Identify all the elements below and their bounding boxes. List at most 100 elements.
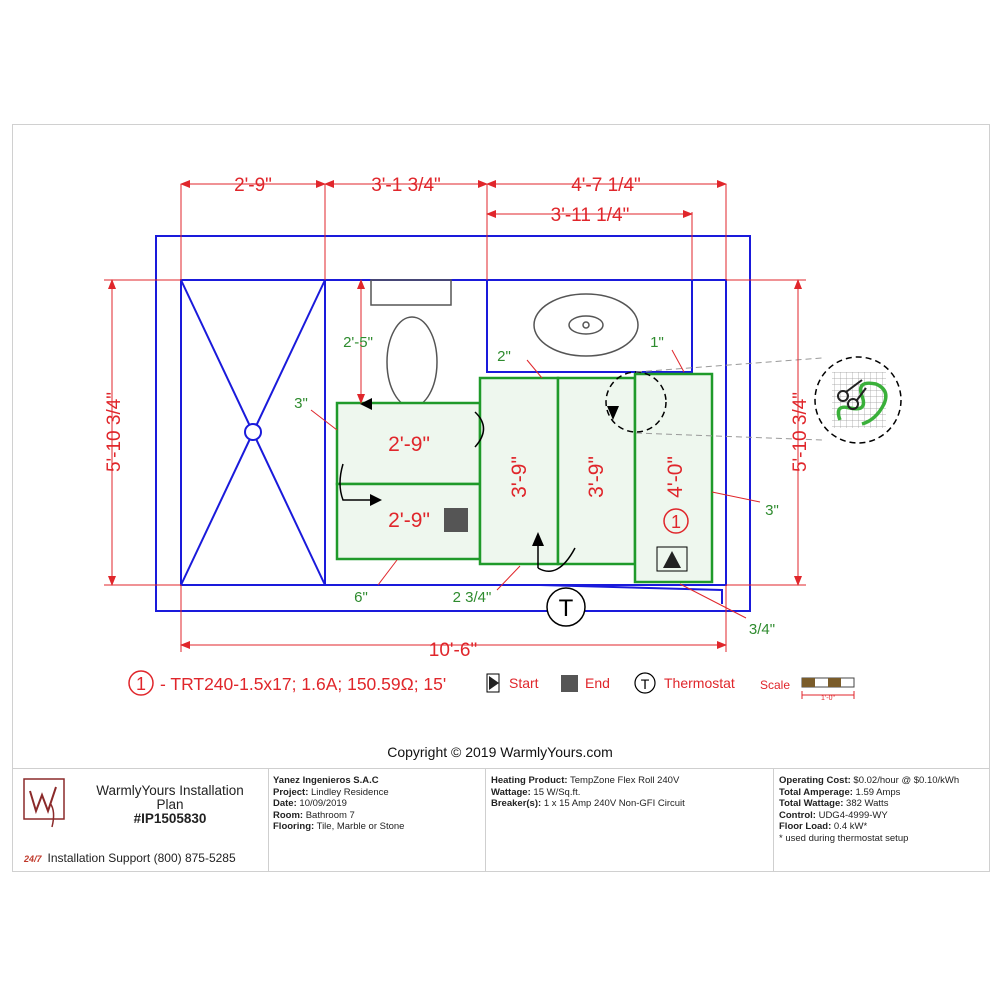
legend-scale-unit: 1'-0" (821, 695, 835, 702)
copyright-notice: Copyright © 2019 WarmlyYours.com (387, 744, 613, 760)
dim-left-height: 5'-10 3/4" (104, 392, 125, 472)
warmlyyours-logo-icon (23, 778, 65, 828)
turn-arrow-3 (537, 547, 576, 572)
turn-arrow-2 (339, 463, 378, 501)
outer-wall (155, 235, 751, 612)
run-direction-arrows (339, 411, 576, 572)
heating-product-label: Heating Product: (491, 775, 568, 786)
cable-icon (836, 381, 888, 426)
offset-vanity: 2" (497, 348, 511, 365)
dimension-lines (104, 180, 806, 652)
support-247-badge: 24/7 (24, 854, 42, 864)
operating-cost-label: Operating Cost: (779, 775, 851, 786)
scissors-icon (837, 379, 867, 410)
control-label: Control: (779, 809, 816, 821)
footnote: * used during thermostat setup (779, 832, 909, 844)
project-value: Lindley Residence (311, 786, 389, 798)
run-column-2-label: 3'-9" (585, 456, 608, 498)
run-top (335, 401, 482, 486)
room-label: Room: (273, 809, 304, 821)
room-value: Bathroom 7 (305, 809, 355, 821)
legend-circuit-icon (128, 670, 154, 696)
legend-end-label: End (585, 675, 610, 691)
legend: 1 - TRT240-1.5x17; 1.6A; 150.59Ω; 15' St… (128, 670, 855, 702)
offset-bottom-mid: 2 3/4" (453, 589, 492, 606)
run-column-3-label: 4'-0" (664, 456, 687, 498)
flooring-label: Flooring: (273, 821, 315, 832)
arrowhead-up-icon (532, 532, 544, 546)
run-top-label: 2'-9" (388, 433, 430, 456)
legend-thermostat-label: Thermostat (664, 675, 735, 691)
sink-drain-icon (582, 321, 590, 329)
dim-top-left: 2'-9" (234, 175, 272, 196)
control-value: UDG4-4999-WY (818, 809, 888, 821)
company-name: Yanez Ingenieros S.A.C (273, 775, 379, 786)
thermostat-wire (539, 584, 723, 604)
offset-toilet-clearance: 2'-5" (343, 334, 373, 351)
arrowhead-down-icon (607, 406, 619, 420)
total-wattage-label: Total Wattage: (779, 798, 844, 809)
total-wattage-value: 382 Watts (846, 798, 889, 809)
legend-circuit-spec: - TRT240-1.5x17; 1.6A; 150.59Ω; 15' (160, 674, 446, 694)
company-title-line1: WarmlyYours Installation (96, 783, 244, 798)
title-block-project: Yanez Ingenieros S.A.C Project: Lindley … (269, 769, 486, 872)
circuit-marker-number: 1 (671, 512, 681, 532)
run-bottom-label: 2'-9" (388, 509, 430, 532)
operating-cost-value: $0.02/hour @ $0.10/kWh (853, 775, 960, 786)
run-labels: 2'-9" 2'-9" 3'-9" 3'-9" 4'-0" 1 (388, 433, 689, 534)
legend-thermostat-symbol: T (641, 676, 650, 692)
floor-load-label: Floor Load: (779, 821, 832, 832)
dim-top-inner: 3'-11 1/4" (551, 205, 630, 226)
run-column-1 (478, 376, 560, 566)
shower-outline (180, 279, 326, 586)
title-block: WarmlyYours Installation Plan #IP1505830… (12, 768, 990, 872)
legend-circuit-number: 1 (136, 674, 146, 694)
offset-bottom-right: 3/4" (749, 621, 775, 638)
installation-support: 24/7 Installation Support (800) 875-5285 (24, 851, 236, 865)
heating-product-value: TempZone Flex Roll 240V (570, 775, 680, 786)
run-column-1-label: 3'-9" (508, 456, 531, 498)
circuit-marker-icon (663, 508, 689, 534)
project-label: Project: (273, 786, 309, 798)
thermostat-icon: T (546, 587, 586, 627)
date-label: Date: (273, 798, 297, 809)
legend-end-icon (561, 675, 578, 692)
run-column-2 (556, 376, 637, 566)
wattage-value: 15 W/Sq.ft. (533, 786, 581, 798)
total-amperage-value: 1.59 Amps (855, 786, 901, 798)
title-block-heating: Heating Product: TempZone Flex Roll 240V… (486, 769, 774, 872)
fixtures (370, 279, 639, 408)
company-title-line2: Plan (156, 797, 184, 812)
offset-left: 3" (294, 395, 308, 412)
floor-load-value: 0.4 kW* (833, 821, 868, 832)
drawing-sheet (12, 124, 990, 872)
turn-arrow-1 (474, 411, 485, 448)
dimension-labels: 2'-9" 3'-1 3/4" 4'-7 1/4" 3'-11 1/4" 5'-… (104, 175, 811, 661)
offset-right-top: 1" (650, 334, 664, 351)
flooring-value: Tile, Marble or Stone (316, 821, 405, 832)
heating-runs (335, 372, 714, 584)
vanity-outline (486, 279, 693, 373)
dim-top-middle: 3'-1 3/4" (371, 175, 441, 196)
breaker-value: 1 x 15 Amp 240V Non-GFI Circuit (543, 798, 685, 809)
legend-start-icon (486, 673, 500, 693)
room-walls (155, 235, 751, 612)
sink-bowl-icon (568, 315, 604, 335)
arrowhead-left-icon (360, 398, 372, 410)
legend-scale-label: Scale (760, 678, 790, 692)
toilet-tank-icon (370, 279, 452, 306)
arrowhead-right-icon (370, 494, 382, 506)
offset-right-side: 3" (765, 502, 779, 519)
support-phone[interactable]: Installation Support (800) 875-5285 (47, 851, 236, 865)
shower-drain-icon (244, 423, 262, 441)
date-value: 10/09/2019 (299, 798, 347, 809)
sink-basin-icon (533, 293, 639, 357)
total-amperage-label: Total Amperage: (779, 786, 853, 798)
cut-detail (605, 356, 902, 444)
scale-bar-icon (801, 677, 855, 699)
company-title: WarmlyYours Installation Plan #IP1505830 (80, 784, 260, 826)
dim-right-height: 5'-10 3/4" (790, 392, 811, 472)
wattage-label: Wattage: (491, 786, 531, 798)
breaker-label: Breaker(s): (491, 798, 542, 809)
installation-plan-drawing: T 2'-9" 3'-1 3/4" 4'-7 1/4" 3'-11 (104, 175, 902, 702)
